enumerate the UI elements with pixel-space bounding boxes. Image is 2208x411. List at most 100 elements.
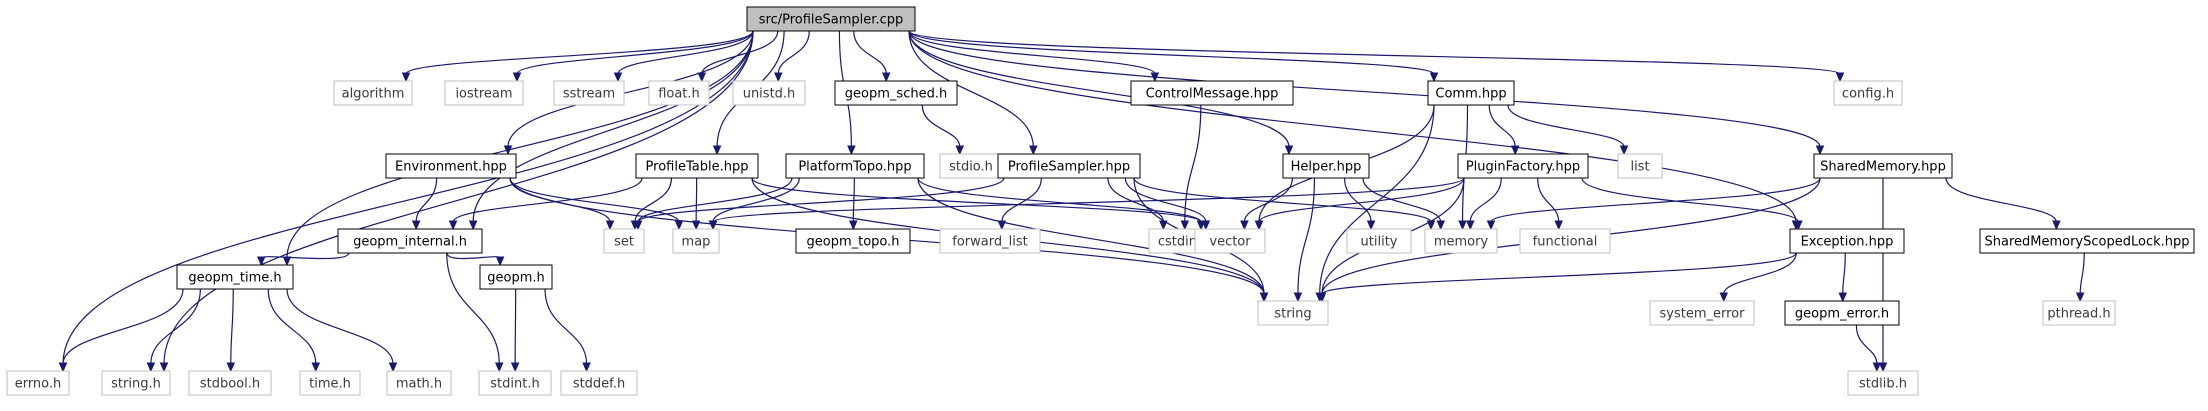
- edge-arrowhead: [633, 220, 643, 231]
- node-math-h: math.h: [386, 370, 452, 396]
- node-geopm-sched-h[interactable]: geopm_sched.h: [834, 80, 958, 106]
- node-label: time.h: [309, 377, 351, 392]
- node-box: [1833, 80, 1903, 106]
- node-label: stdint.h: [490, 377, 539, 392]
- node-label: PlatformTopo.hpp: [798, 160, 911, 175]
- node-sharedmemoryscopedlock-hpp[interactable]: SharedMemoryScopedLock.hpp: [1979, 228, 2195, 254]
- edge-geopm_h-to-stdint_h: [510, 288, 520, 373]
- edge-comm-to-string: [1315, 104, 1435, 303]
- edge-arrowhead: [1284, 145, 1294, 156]
- node-src-profilesampler-cpp[interactable]: src/ProfileSampler.cpp: [746, 6, 916, 32]
- node-geopm-topo-h[interactable]: geopm_topo.h: [795, 228, 911, 254]
- edge-line: [62, 288, 184, 365]
- edge-arrowhead: [582, 362, 591, 373]
- node-label: stddef.h: [573, 377, 625, 392]
- node-box: [785, 153, 925, 179]
- edge-arrowhead: [159, 362, 169, 373]
- edge-arrowhead: [2052, 220, 2061, 231]
- node-box: [997, 153, 1141, 179]
- edge-line: [917, 177, 1202, 223]
- edge-arrowhead: [468, 220, 478, 231]
- node-box: [386, 370, 452, 396]
- node-utility: utility: [1346, 228, 1412, 254]
- node-controlmessage-hpp[interactable]: ControlMessage.hpp: [1130, 80, 1294, 106]
- edge-line: [2079, 252, 2085, 295]
- edge-geopm_sched-to-stdio: [921, 104, 965, 156]
- edge-line: [701, 30, 779, 75]
- edge-geopm_internal-to-stdint_h: [446, 252, 504, 373]
- node-label: Environment.hpp: [395, 160, 507, 175]
- edge-platformtopo-to-geopm_topo: [849, 177, 858, 231]
- node-label: float.h: [658, 87, 700, 102]
- node-label: config.h: [1842, 87, 1894, 102]
- node-geopm-error-h[interactable]: geopm_error.h: [1784, 300, 1900, 326]
- node-geopm-time-h[interactable]: geopm_time.h: [176, 264, 294, 290]
- edge-line: [514, 288, 517, 365]
- edge-line: [908, 30, 1156, 75]
- node-environment-hpp[interactable]: Environment.hpp: [385, 153, 517, 179]
- node-box: [444, 80, 524, 106]
- node-box: [1282, 153, 1370, 179]
- edge-line: [1001, 177, 1042, 223]
- edge-arrowhead: [691, 220, 701, 231]
- edge-line: [260, 252, 350, 260]
- edge-line: [1319, 104, 1435, 295]
- node-profilesampler-hpp[interactable]: ProfileSampler.hpp: [997, 153, 1141, 179]
- node-box: [1617, 153, 1663, 179]
- edge-root-to-helper: [908, 30, 1294, 156]
- node-pluginfactory-hpp[interactable]: PluginFactory.hpp: [1457, 153, 1589, 179]
- edge-line: [1855, 324, 1878, 365]
- edge-arrowhead: [1201, 220, 1211, 231]
- node-platformtopo-hpp[interactable]: PlatformTopo.hpp: [785, 153, 925, 179]
- node-label: stdbool.h: [200, 377, 260, 392]
- edge-line: [1297, 177, 1316, 295]
- node-geopm-h[interactable]: geopm.h: [479, 264, 553, 290]
- edge-arrowhead: [712, 145, 722, 156]
- node-sharedmemory-hpp[interactable]: SharedMemory.hpp: [1813, 153, 1953, 179]
- edge-line: [617, 30, 754, 75]
- node-helper-hpp[interactable]: Helper.hpp: [1282, 153, 1370, 179]
- node-box: [1457, 153, 1589, 179]
- edge-line: [509, 177, 611, 223]
- edge-line: [1321, 252, 1797, 295]
- edge-arrowhead: [847, 145, 856, 156]
- node-box: [1784, 300, 1900, 326]
- node-label: algorithm: [342, 87, 405, 102]
- edge-geopm_internal-to-geopm_time: [256, 252, 350, 267]
- node-label: list: [1630, 160, 1649, 175]
- edge-root-to-geopm_internal: [468, 30, 754, 231]
- node-algorithm: algorithm: [333, 80, 413, 106]
- node-label: errno.h: [15, 377, 62, 392]
- node-label: PluginFactory.hpp: [1466, 160, 1580, 175]
- node-box: [1979, 228, 2195, 254]
- node-box: [1813, 153, 1953, 179]
- node-label: geopm_internal.h: [353, 235, 467, 250]
- edge-line: [1537, 177, 1560, 223]
- node-box: [176, 264, 294, 290]
- edge-line: [917, 177, 1265, 295]
- edge-geopm_time-to-errno: [58, 288, 184, 373]
- edge-arrowhead: [1835, 72, 1845, 83]
- node-label: SharedMemoryScopedLock.hpp: [1984, 235, 2189, 250]
- node-profiletable-hpp[interactable]: ProfileTable.hpp: [635, 153, 759, 179]
- edge-arrowhead: [226, 362, 236, 373]
- node-exception-hpp[interactable]: Exception.hpp: [1789, 228, 1905, 254]
- edge-root-to-config: [908, 30, 1845, 83]
- edge-pluginfactory-to-vector: [1254, 177, 1465, 231]
- node-map: map: [672, 228, 720, 254]
- node-box: [385, 153, 517, 179]
- edge-arrowhead: [1293, 292, 1303, 303]
- edge-pluginfactory-to-exception: [1581, 177, 1803, 231]
- edge-arrowhead: [1458, 220, 1467, 231]
- edge-profilesampler-to-memory: [1133, 177, 1436, 231]
- node-label: Comm.hpp: [1435, 87, 1506, 102]
- edge-root-to-sstream: [613, 30, 754, 83]
- edge-arrowhead: [282, 256, 292, 267]
- node-label: geopm.h: [487, 271, 545, 286]
- node-box: [1789, 228, 1905, 254]
- node-box: [560, 370, 638, 396]
- node-geopm-internal-h[interactable]: geopm_internal.h: [337, 228, 483, 254]
- node-comm-hpp[interactable]: Comm.hpp: [1427, 80, 1515, 106]
- node-config-h: config.h: [1833, 80, 1903, 106]
- edge-line: [908, 30, 1821, 148]
